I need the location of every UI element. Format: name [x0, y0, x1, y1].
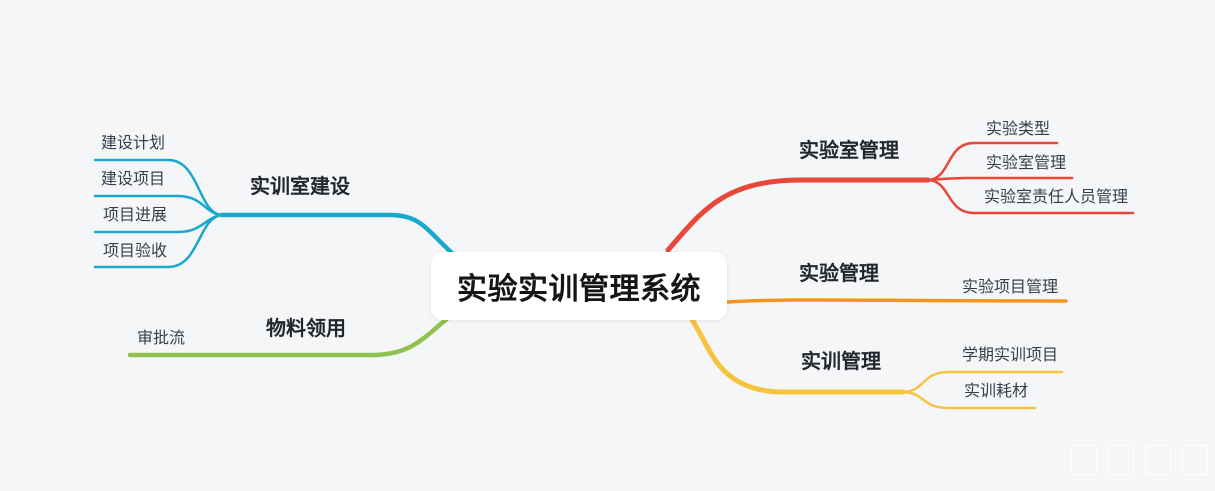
child-line: [926, 141, 1059, 182]
child-node-laboratory-responsible-personnel[interactable]: 实验室责任人员管理: [984, 189, 1129, 206]
branch-node-laboratory-management[interactable]: 实验室管理: [799, 140, 899, 162]
branch-trunk-line: [219, 212, 455, 256]
branch-lines-material-requisition: [127, 315, 451, 358]
child-line: [926, 178, 1135, 215]
child-line: [93, 194, 224, 217]
child-node-laboratory-management[interactable]: 实验室管理: [986, 155, 1067, 172]
child-line: [901, 390, 1037, 410]
watermark-boxes: [1071, 445, 1208, 475]
branch-trunk-line: [665, 177, 931, 253]
watermark-box: [1145, 445, 1171, 475]
child-node-experiment-type[interactable]: 实验类型: [986, 121, 1051, 138]
branch-node-experiment-management[interactable]: 实验管理: [799, 263, 879, 285]
child-node-approval-flow[interactable]: 审批流: [137, 330, 186, 347]
watermark-box: [1182, 445, 1208, 475]
branch-trunk-line: [127, 315, 451, 358]
child-node-construction-project[interactable]: 建设项目: [101, 171, 166, 188]
watermark-box: [1071, 445, 1097, 475]
central-topic-node[interactable]: 实验实训管理系统: [431, 252, 727, 320]
child-node-training-consumables[interactable]: 实训耗材: [964, 383, 1029, 400]
child-node-semester-training-project[interactable]: 学期实训项目: [962, 347, 1059, 364]
child-line: [901, 370, 1064, 394]
branch-lines-experiment-management: [726, 298, 1068, 304]
child-node-project-acceptance[interactable]: 项目验收: [103, 243, 168, 260]
child-line: [93, 213, 224, 269]
branch-trunk-line: [689, 317, 906, 395]
child-node-project-progress[interactable]: 项目进展: [103, 207, 168, 224]
branch-trunk-line: [726, 298, 1068, 304]
branch-lines-training-room-construction: [93, 158, 455, 269]
branch-lines-practical-training-management: [689, 317, 1064, 410]
branch-node-practical-training-management[interactable]: 实训管理: [801, 351, 881, 373]
child-line: [926, 176, 1074, 182]
central-topic-title: 实验实训管理系统: [457, 273, 701, 306]
branch-node-training-room-construction[interactable]: 实训室建设: [250, 176, 350, 198]
branch-lines-laboratory-management: [665, 141, 1135, 253]
child-node-experiment-project-management[interactable]: 实验项目管理: [962, 279, 1059, 296]
watermark-box: [1108, 445, 1134, 475]
child-node-construction-plan[interactable]: 建设计划: [101, 135, 166, 152]
branch-node-material-requisition[interactable]: 物料领用: [266, 318, 346, 340]
